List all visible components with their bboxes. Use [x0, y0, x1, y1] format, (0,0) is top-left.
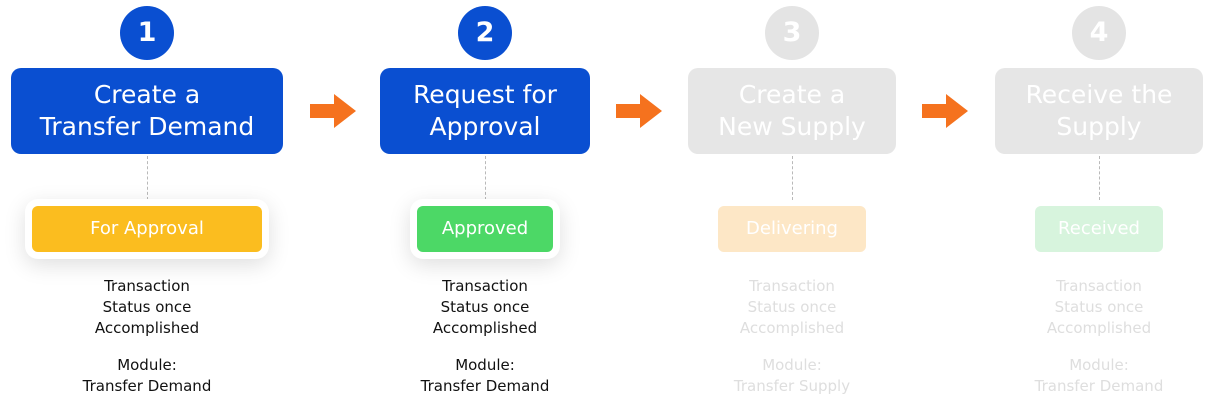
status-badge: Approved — [417, 206, 553, 252]
description-line: Status once — [440, 298, 530, 316]
module-label: Module: — [762, 356, 822, 374]
description-line: Accomplished — [739, 319, 845, 337]
step-title-line: Request for — [413, 80, 557, 109]
description-line: Accomplished — [432, 319, 538, 337]
right-arrow-icon — [922, 94, 968, 128]
status-description: Transaction Status once Accomplished — [989, 276, 1209, 339]
status-badge: For Approval — [32, 206, 262, 252]
module-label: Module: — [455, 356, 515, 374]
description-line: Transaction — [749, 277, 835, 295]
module-info: Module: Transfer Demand — [37, 355, 257, 397]
module-info: Module: Transfer Demand — [989, 355, 1209, 397]
description-line: Status once — [1054, 298, 1144, 316]
module-info: Module: Transfer Supply — [682, 355, 902, 397]
step-title-line: Receive the — [1025, 80, 1173, 109]
module-name: Transfer Supply — [733, 377, 851, 395]
dashed-connector — [147, 156, 148, 200]
step-title-line: Create a — [93, 80, 201, 109]
step-title-line: Transfer Demand — [39, 112, 255, 141]
description-line: Accomplished — [94, 319, 200, 337]
module-name: Transfer Demand — [1034, 377, 1164, 395]
step-title-line: Supply — [1056, 112, 1142, 141]
step-number-badge: 1 — [120, 6, 174, 60]
description-line: Status once — [747, 298, 837, 316]
step-number-badge: 3 — [765, 6, 819, 60]
step-title-box: Create a Transfer Demand — [11, 68, 283, 154]
module-name: Transfer Demand — [82, 377, 212, 395]
description-line: Transaction — [104, 277, 190, 295]
description-line: Transaction — [442, 277, 528, 295]
description-line: Accomplished — [1046, 319, 1152, 337]
step-title-line: Approval — [429, 112, 541, 141]
dashed-connector — [1099, 156, 1100, 200]
step-number-badge: 2 — [458, 6, 512, 60]
status-description: Transaction Status once Accomplished — [37, 276, 257, 339]
step-title-box: Receive the Supply — [995, 68, 1203, 154]
right-arrow-icon — [310, 94, 356, 128]
step-title-box: Request for Approval — [380, 68, 590, 154]
status-description: Transaction Status once Accomplished — [375, 276, 595, 339]
right-arrow-icon — [616, 94, 662, 128]
module-label: Module: — [1069, 356, 1129, 374]
step-title-box: Create a New Supply — [688, 68, 896, 154]
module-name: Transfer Demand — [420, 377, 550, 395]
module-info: Module: Transfer Demand — [375, 355, 595, 397]
description-line: Transaction — [1056, 277, 1142, 295]
status-description: Transaction Status once Accomplished — [682, 276, 902, 339]
status-badge: Received — [1035, 206, 1163, 252]
description-line: Status once — [102, 298, 192, 316]
dashed-connector — [792, 156, 793, 200]
step-title-line: Create a — [738, 80, 846, 109]
dashed-connector — [485, 156, 486, 200]
step-title-line: New Supply — [718, 112, 866, 141]
module-label: Module: — [117, 356, 177, 374]
status-badge: Delivering — [718, 206, 866, 252]
step-number-badge: 4 — [1072, 6, 1126, 60]
